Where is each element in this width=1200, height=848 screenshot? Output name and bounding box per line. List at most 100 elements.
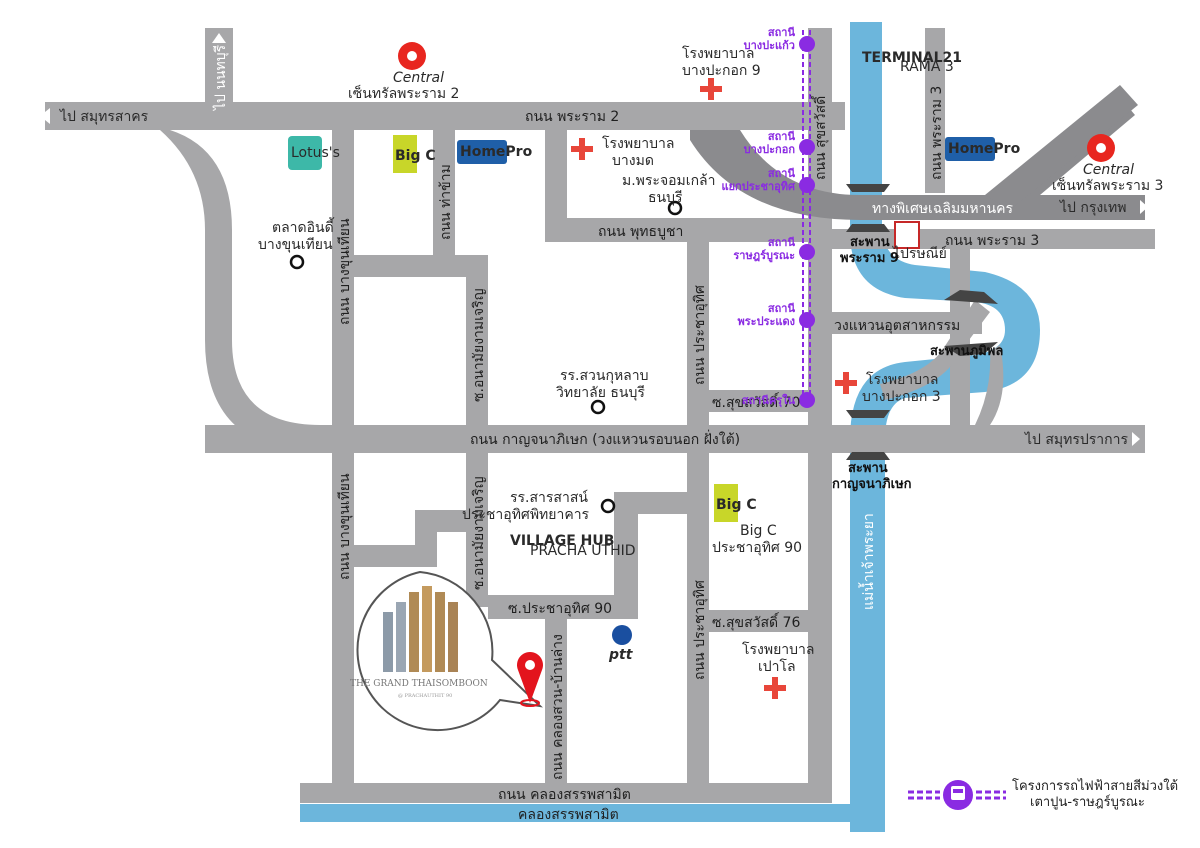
road-label-suksawat76: ซ.สุขสวัสดิ์ 76 [712, 612, 800, 631]
road-bhumibol-ramp [880, 300, 990, 400]
label-homepro-2: HomePro [948, 141, 1021, 157]
label-station-khrunai: สถานีครุใน [742, 393, 796, 408]
bridge-markers [846, 184, 998, 460]
road-label-rama3-upper: ถนน พระราม 3 [929, 86, 945, 180]
road-anamai [466, 255, 488, 607]
place-marker-talad [289, 254, 305, 270]
bridge-label-bhumibol: สะพานภูมิพล [930, 344, 1003, 359]
road-kanchanaphisek [205, 425, 1145, 453]
ptt-logo [612, 625, 632, 645]
road-label-bangkhunthian-s: ถนน บางขุนเทียน [337, 473, 353, 580]
poi [288, 42, 1115, 699]
label-lotus: Lotus's [291, 145, 340, 161]
label-bigc: Big C [395, 148, 436, 164]
road-label-phutthabucha: ถนน พุทธบูชา [598, 224, 683, 240]
label-school-suankularb: รร.สวนกุหลาบวิทยาลัย ธนบุรี [556, 368, 649, 401]
road-label-kanchanaphisek: ถนน กาญจนาภิเษก (วงแหวนรอบนอก ฝั่งใต้) [470, 430, 740, 448]
canal-label-khlong-sanphasamit: คลองสรรพสามิต [518, 807, 619, 823]
arrow-right-icon-2 [1132, 432, 1140, 446]
label-homepro: HomePro [460, 144, 533, 160]
khlong-sanphasamit-canal [300, 804, 885, 822]
purple-line [802, 30, 811, 400]
station-markers [799, 36, 815, 408]
road-label-rama2: ถนน พระราม 2 [525, 109, 619, 125]
road-label-rama3: ถนน พระราม 3 [945, 233, 1039, 249]
roads [45, 28, 1155, 803]
label-to-samut-sakhon: ไป สมุทรสาคร [59, 108, 149, 125]
label-bridge-rama9: สะพานพระราม 9 [840, 235, 899, 266]
label-central-logo: Central [393, 70, 444, 86]
station-icon-bangpakok [799, 139, 815, 155]
label-station-phrapradaeng: สถานีพระประแดง [738, 302, 796, 328]
label-terminal21-sub: RAMA 3 [900, 59, 954, 75]
station-icon-yaek [799, 177, 815, 193]
label-to-krungthep-1: ไป กรุงเทพ [1059, 199, 1126, 216]
road-label-suksawat: ถนน สุขสวัสดิ์ [810, 94, 829, 180]
homepro-logo-2 [945, 137, 995, 161]
label-village-hub-sub: PRACHA UTHID [530, 543, 636, 559]
label-central-logo-2: Central [1083, 162, 1134, 178]
lotus-logo [288, 136, 322, 170]
road-khlongsuan [545, 619, 567, 785]
road-label-bangkhunthian-n: ถนน บางขุนเทียน [337, 218, 353, 325]
bridge-labels: สะพานภูมิพล [930, 344, 1003, 359]
label-bigc-2: Big C [716, 497, 757, 513]
road-prachauthit90 [488, 595, 638, 619]
location-pin-icon [517, 652, 543, 707]
place-marker-suankularb [590, 399, 606, 415]
place-marker-sarasas [600, 498, 616, 514]
hospital-icon [835, 372, 857, 394]
station-icon-ratburana [799, 244, 815, 260]
arrow-ne-icon [1122, 78, 1133, 90]
road-label-prachauthit-s: ถนน ประชาอุทิศ [692, 580, 708, 680]
road-connector-2 [354, 510, 466, 567]
legend: โครงการรถไฟฟ้าสายสีม่วงใต้เตาปูน-ราษฎร์บ… [908, 778, 1178, 810]
road-rama3-vertical [925, 28, 945, 193]
road-label-prachauthit-n: ถนน ประชาอุทิศ [692, 285, 708, 385]
label-station-bangpakok: สถานีบางปะกอก [744, 130, 796, 156]
label-central-rama3: เซ็นทรัลพระราม 3 [1052, 176, 1163, 194]
label-hosp-bangmod: โรงพยาบาลบางมด [602, 135, 675, 169]
road-label-anamai-n: ซ.อนามัยงามเจริญ [471, 288, 487, 402]
road-suksawat76 [709, 610, 808, 632]
bigc-logo-2 [714, 484, 738, 522]
road-bangkhunthian [332, 130, 354, 785]
road-thakham [433, 130, 455, 255]
post-office-icon [894, 221, 920, 249]
road-label-wongwaen-utsahakam: วงแหวนอุตสาหกรรม [834, 318, 960, 334]
label-talad-indy: ตลาดอินดี้บางขุนเทียน [258, 217, 335, 253]
road-wongwaen-utsahakam [832, 312, 982, 334]
road-label-khlong-sanphasamit: ถนน คลองสรรพสามิต [498, 787, 631, 803]
label-hosp-paolo: โรงพยาบาลเปาโล [742, 641, 815, 675]
hospital-icon [700, 78, 722, 100]
road-west-loop [160, 130, 330, 452]
road-phutthabucha [545, 218, 808, 242]
project-logo [383, 586, 458, 672]
label-hosp-bangpakok3: โรงพยาบาลบางปะกอก 3 [862, 371, 941, 405]
river-label-chao-phraya: แม่น้ำเจ้าพระยา [858, 513, 877, 610]
road-label-khlongsuan: ถนน คลองสวน-บ้านล่าง [550, 634, 566, 780]
station-icon-bangpakaeo [799, 36, 815, 52]
road-khlong-sanphasamit [300, 783, 832, 803]
road-labels: ถนน พระราม 2 ถนน สุขสวัสดิ์ ทางพิเศษเฉลิ… [337, 86, 1039, 823]
hospital-icon [764, 677, 786, 699]
road-phutthabucha-v [545, 130, 567, 242]
label-project-name: THE GRAND THAISOMBOON [350, 679, 488, 689]
road-suksawat70 [709, 390, 808, 412]
road-label-anamai-s: ซ.อนามัยงามเจริญ [471, 476, 487, 590]
hospital-icon [571, 138, 593, 160]
station-icon-khrunai [799, 392, 815, 408]
legend-text: โครงการรถไฟฟ้าสายสีม่วงใต้เตาปูน-ราษฎร์บ… [1012, 778, 1178, 810]
central-logo [398, 42, 426, 70]
road-label-expressway: ทางพิเศษเฉลิมมหานคร [872, 201, 1013, 217]
label-village-hub: VILLAGE HUB [510, 533, 614, 549]
direction-arrows [40, 33, 1148, 446]
label-station-bangpakaeo: สถานีบางปะแก้ว [744, 26, 796, 52]
label-central-rama2: เซ็นทรัลพระราม 2 [348, 84, 459, 102]
label-project-sub: @ PRACHAUTHIT 90 [398, 692, 452, 699]
label-bridge-kanchanaphisek: สะพานกาญจนาภิเษก [832, 461, 912, 492]
road-label-prachauthit90: ซ.ประชาอุทิศ 90 [508, 601, 612, 617]
bigc-logo [393, 135, 417, 173]
